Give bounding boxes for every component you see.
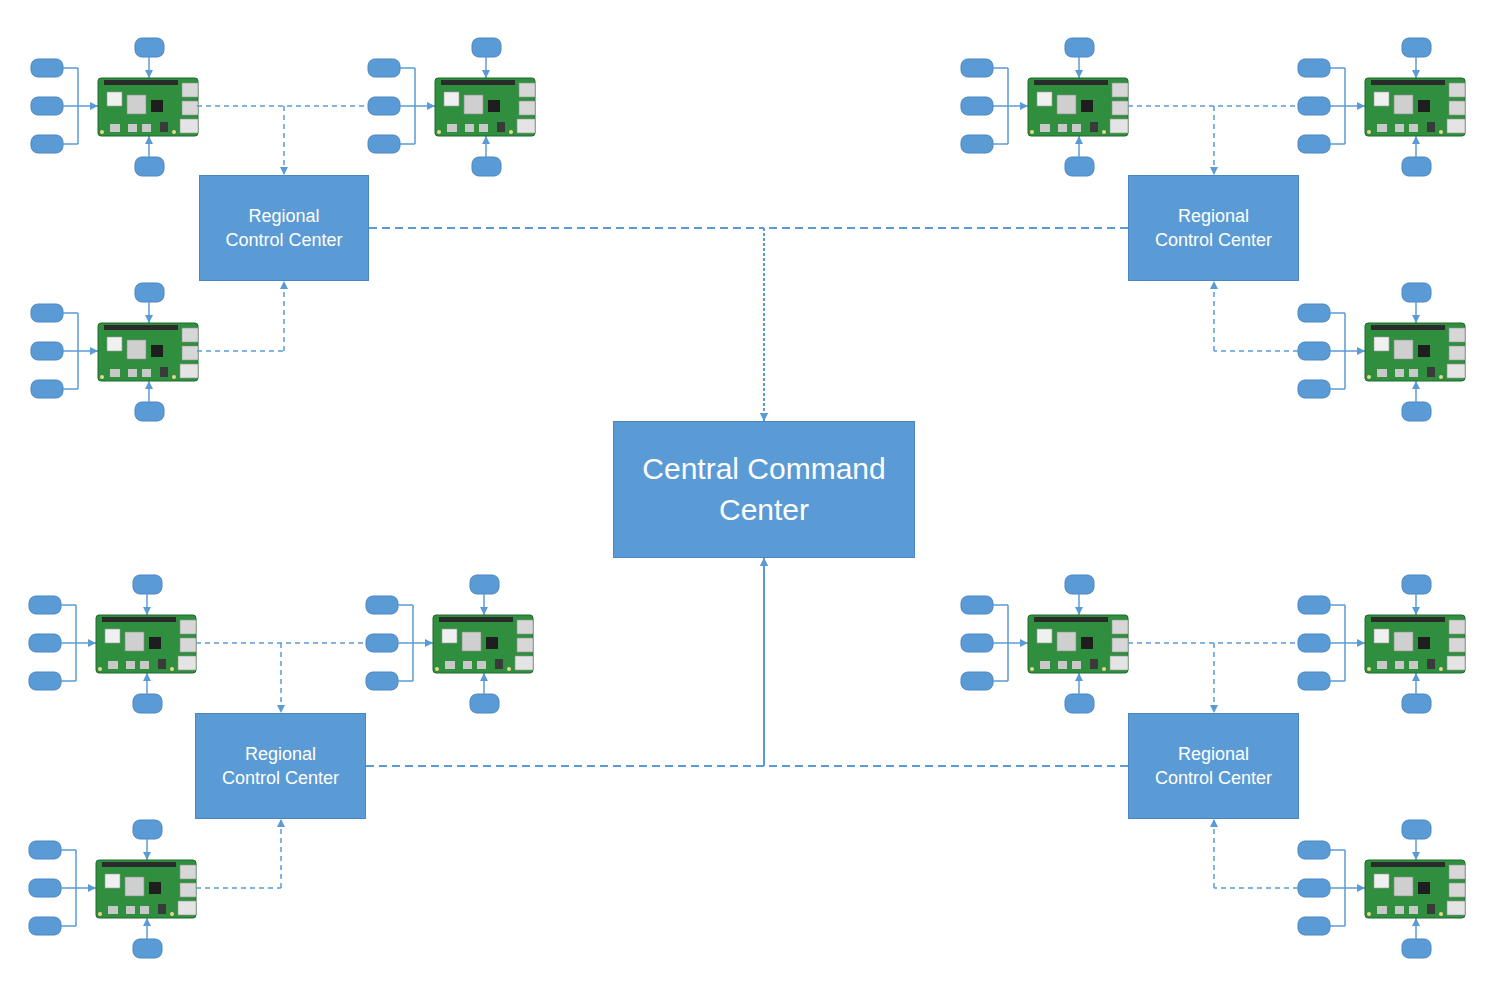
dashed-link [1128,642,1298,644]
raspberry-pi [1298,575,1465,713]
connector [764,558,1128,766]
dashed-link [280,819,282,888]
dashed-link [283,106,285,175]
dashed-link [197,105,368,107]
device-cluster [29,575,533,958]
connector-segment [763,228,765,421]
connector [764,228,1128,421]
dashed-link [196,887,281,889]
dashed-link [1213,643,1215,713]
device-cluster [961,38,1465,421]
connector-segment [763,228,765,421]
connector-segment [366,765,764,767]
device-cluster [31,38,535,421]
raspberry-pi [29,820,196,958]
raspberry-pi [961,38,1128,176]
node-label: Regional Control Center [1151,204,1277,253]
raspberry-pi [368,38,535,176]
node-label: Central Command Center [629,449,899,530]
raspberry-pi [29,575,196,713]
raspberry-pi [366,575,533,713]
connector-segment [369,227,764,229]
regional-center-box: Regional Control Center [1128,713,1299,819]
connector-segment [764,227,1128,229]
dashed-link [280,643,282,713]
raspberry-pi [1298,283,1465,421]
dashed-link [1214,887,1298,889]
dashed-link [1213,281,1215,351]
command-center-box: Central Command Center [613,421,915,558]
dashed-link [1213,106,1215,175]
raspberry-pi [31,38,198,176]
regional-center-box: Regional Control Center [1128,175,1299,281]
node-label: Regional Control Center [1151,742,1277,791]
connector-segment [763,558,765,766]
dashed-link [283,281,285,351]
raspberry-pi [1298,820,1465,958]
connector [366,558,764,766]
connector-segment [763,558,765,766]
regional-center-box: Regional Control Center [199,175,369,281]
raspberry-pi [1298,38,1465,176]
dashed-link [1128,105,1298,107]
connector-segment [764,765,1128,767]
raspberry-pi [961,575,1128,713]
device-cluster [961,575,1465,958]
node-label: Regional Control Center [218,742,344,791]
regional-center-box: Regional Control Center [195,713,366,819]
raspberry-pi [31,283,198,421]
dashed-link [1214,350,1298,352]
node-label: Regional Control Center [221,204,347,253]
dashed-link [1213,819,1215,888]
dashed-link [197,350,284,352]
connector [369,228,764,421]
